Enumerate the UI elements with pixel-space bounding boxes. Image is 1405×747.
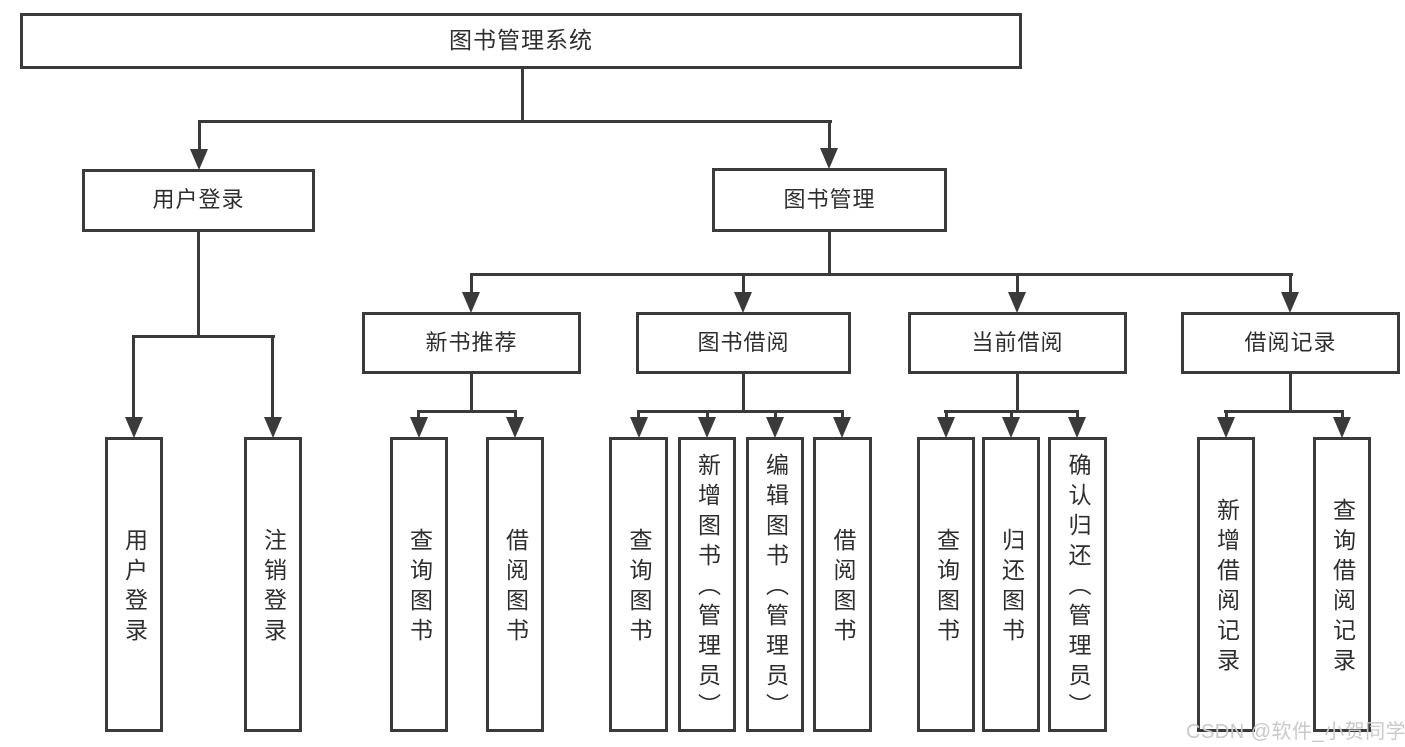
leaf-confirm-return-admin: 确认归还（管理员） — [1048, 437, 1107, 732]
arrowhead-down — [1008, 292, 1026, 313]
leaf-query-borrow-record: 查询借阅记录 — [1313, 437, 1371, 732]
node-label: 当前借阅 — [971, 329, 1064, 355]
node-label: 图书借阅 — [697, 329, 790, 355]
leaf-borrow-books-recommend: 借阅图书 — [486, 437, 544, 732]
arrowhead-down — [734, 292, 752, 313]
node-book-management: 图书管理 — [712, 168, 947, 232]
arrowhead-down — [1002, 417, 1020, 438]
leaf-label: 注销登录 — [260, 527, 287, 648]
arrowhead-down — [630, 417, 648, 438]
edge-line-leaf-logout — [271, 335, 274, 423]
edge-line-current-borrow — [1016, 273, 1019, 295]
arrowhead-down — [1281, 292, 1299, 313]
user-login-stub-line — [197, 232, 200, 335]
arrowhead-down — [1217, 417, 1235, 438]
borrow-record-connector-line — [1224, 410, 1344, 413]
leaf-add-borrow-record: 新增借阅记录 — [1197, 437, 1255, 732]
leaf-borrow-books-borrowing: 借阅图书 — [813, 437, 872, 732]
book-borrow-connector-line — [637, 410, 844, 413]
arrowhead-down — [506, 417, 524, 438]
arrowhead-down — [1333, 417, 1351, 438]
new-book-connector-line — [417, 410, 517, 413]
node-new-book-recommend: 新书推荐 — [362, 312, 581, 374]
edge-line-book-management — [828, 120, 831, 152]
leaf-user-login: 用户登录 — [105, 437, 163, 732]
node-library-management-system: 图书管理系统 — [20, 13, 1022, 69]
leaf-label: 查询图书 — [406, 527, 433, 648]
edge-line-new-book — [470, 273, 473, 295]
leaf-query-books-borrowing: 查询图书 — [609, 437, 668, 732]
arrowhead-down — [820, 148, 838, 169]
node-label: 新书推荐 — [425, 329, 518, 355]
arrowhead-down — [190, 149, 208, 170]
edge-line-book-borrow — [742, 273, 745, 295]
leaf-label: 查询借阅记录 — [1329, 497, 1356, 678]
borrow-record-stub-line — [1289, 374, 1292, 410]
book-management-stub-line — [828, 232, 831, 273]
arrowhead-down — [937, 417, 955, 438]
node-label: 图书管理 — [783, 186, 876, 212]
leaf-query-books-recommend: 查询图书 — [390, 437, 448, 732]
leaf-label: 查询图书 — [626, 527, 652, 648]
level2-connector-line — [198, 120, 832, 123]
node-book-borrowing: 图书借阅 — [636, 312, 851, 374]
root-stub-line — [521, 69, 524, 120]
leaf-logout: 注销登录 — [244, 437, 302, 732]
leaf-label: 借阅图书 — [830, 527, 856, 648]
leaf-label: 新增图书（管理员） — [694, 452, 721, 723]
node-label: 借阅记录 — [1244, 329, 1337, 355]
leaf-query-books-current: 查询图书 — [917, 437, 975, 732]
leaf-label: 查询图书 — [933, 527, 960, 648]
arrowhead-down — [125, 417, 143, 438]
leaf-label: 确认归还（管理员） — [1065, 452, 1091, 723]
current-borrow-stub-line — [1016, 374, 1019, 410]
leaf-edit-book-admin: 编辑图书（管理员） — [746, 437, 804, 732]
arrowhead-down — [766, 417, 784, 438]
watermark: CSDN @软件_小贺同学 — [1186, 721, 1405, 743]
leaf-add-book-admin: 新增图书（管理员） — [678, 437, 736, 732]
edge-line-user-login — [198, 120, 201, 152]
arrowhead-down — [1068, 417, 1086, 438]
user-login-connector-line — [132, 335, 275, 338]
leaf-label: 新增借阅记录 — [1213, 497, 1240, 678]
leaf-label: 用户登录 — [121, 527, 148, 648]
new-book-stub-line — [470, 374, 473, 410]
arrowhead-down — [410, 417, 428, 438]
level3-connector-line — [470, 273, 1293, 276]
edge-line-leaf-user-login — [132, 335, 135, 423]
edge-line-borrow-record — [1289, 273, 1292, 295]
node-borrowing-records: 借阅记录 — [1181, 312, 1400, 374]
leaf-label: 归还图书 — [998, 527, 1025, 648]
arrowhead-down — [833, 417, 851, 438]
book-borrow-stub-line — [742, 374, 745, 410]
arrowhead-down — [264, 417, 282, 438]
node-label: 图书管理系统 — [449, 27, 593, 54]
node-label: 用户登录 — [152, 187, 245, 213]
leaf-label: 借阅图书 — [502, 527, 529, 648]
arrowhead-down — [462, 292, 480, 313]
node-current-borrowing: 当前借阅 — [908, 312, 1127, 374]
leaf-label: 编辑图书（管理员） — [762, 452, 789, 723]
arrowhead-down — [698, 417, 716, 438]
leaf-return-book: 归还图书 — [982, 437, 1040, 732]
node-user-login: 用户登录 — [82, 169, 315, 232]
